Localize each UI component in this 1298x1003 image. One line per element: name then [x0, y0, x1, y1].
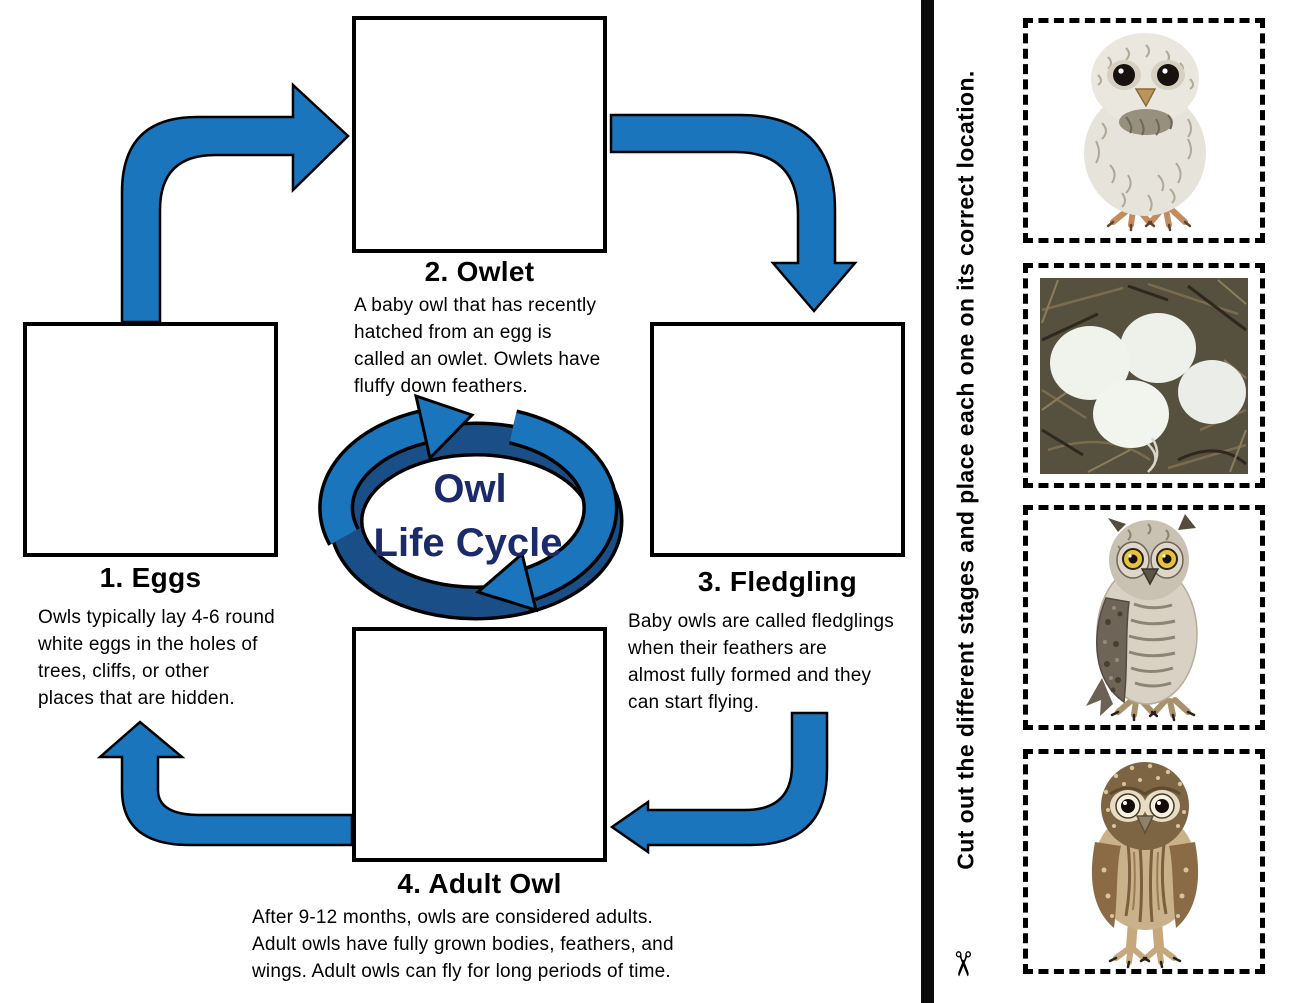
- drop-box-fledgling[interactable]: [650, 322, 905, 557]
- panel-divider: [921, 0, 934, 1003]
- owlet-photo: [1084, 33, 1206, 232]
- stage-heading-eggs: 1. Eggs: [99, 562, 202, 593]
- cutout-card-fledgling[interactable]: [1023, 505, 1265, 730]
- cutout-instruction: Cut out the different stages and place e…: [952, 70, 979, 870]
- drop-box-eggs[interactable]: [23, 322, 278, 557]
- stage-description-eggs: Owls typically lay 4-6 round white eggs …: [38, 607, 275, 709]
- arrow-eggs-to-owlet-icon: [120, 82, 350, 324]
- stage-description-fledgling: Baby owls are called fledglings when the…: [628, 611, 895, 713]
- eggs-photo: [1040, 278, 1248, 474]
- stage-heading-fledgling: 3. Fledgling: [697, 566, 858, 597]
- cutout-card-adult-owl[interactable]: [1023, 749, 1265, 974]
- stage-heading-owlet: 2. Owlet: [424, 256, 535, 287]
- stage-description-adult-owl: After 9-12 months, owls are considered a…: [252, 907, 674, 982]
- cutout-card-eggs[interactable]: [1023, 263, 1265, 488]
- stage-description-owlet: A baby owl that has recently hatched fro…: [354, 295, 601, 397]
- arrow-adult-to-eggs-icon: [96, 720, 354, 847]
- cycle-title-line2: Life Cycle: [374, 521, 563, 565]
- drop-box-owlet[interactable]: [352, 16, 607, 253]
- stage-heading-adult-owl: 4. Adult Owl: [397, 868, 562, 899]
- cycle-title-line1: Owl: [433, 467, 506, 511]
- fledgling-photo: [1086, 514, 1198, 722]
- drop-box-adult-owl[interactable]: [352, 627, 607, 862]
- cycle-arrows-icon: Owl Life Cycle: [318, 393, 624, 621]
- arrow-fledgling-to-adult-icon: [609, 711, 829, 855]
- scissors-icon: ✂: [943, 949, 981, 979]
- cutout-card-owlet[interactable]: [1023, 18, 1265, 243]
- arrow-owlet-to-fledgling-icon: [609, 113, 858, 313]
- adult-owl-photo: [1091, 762, 1199, 969]
